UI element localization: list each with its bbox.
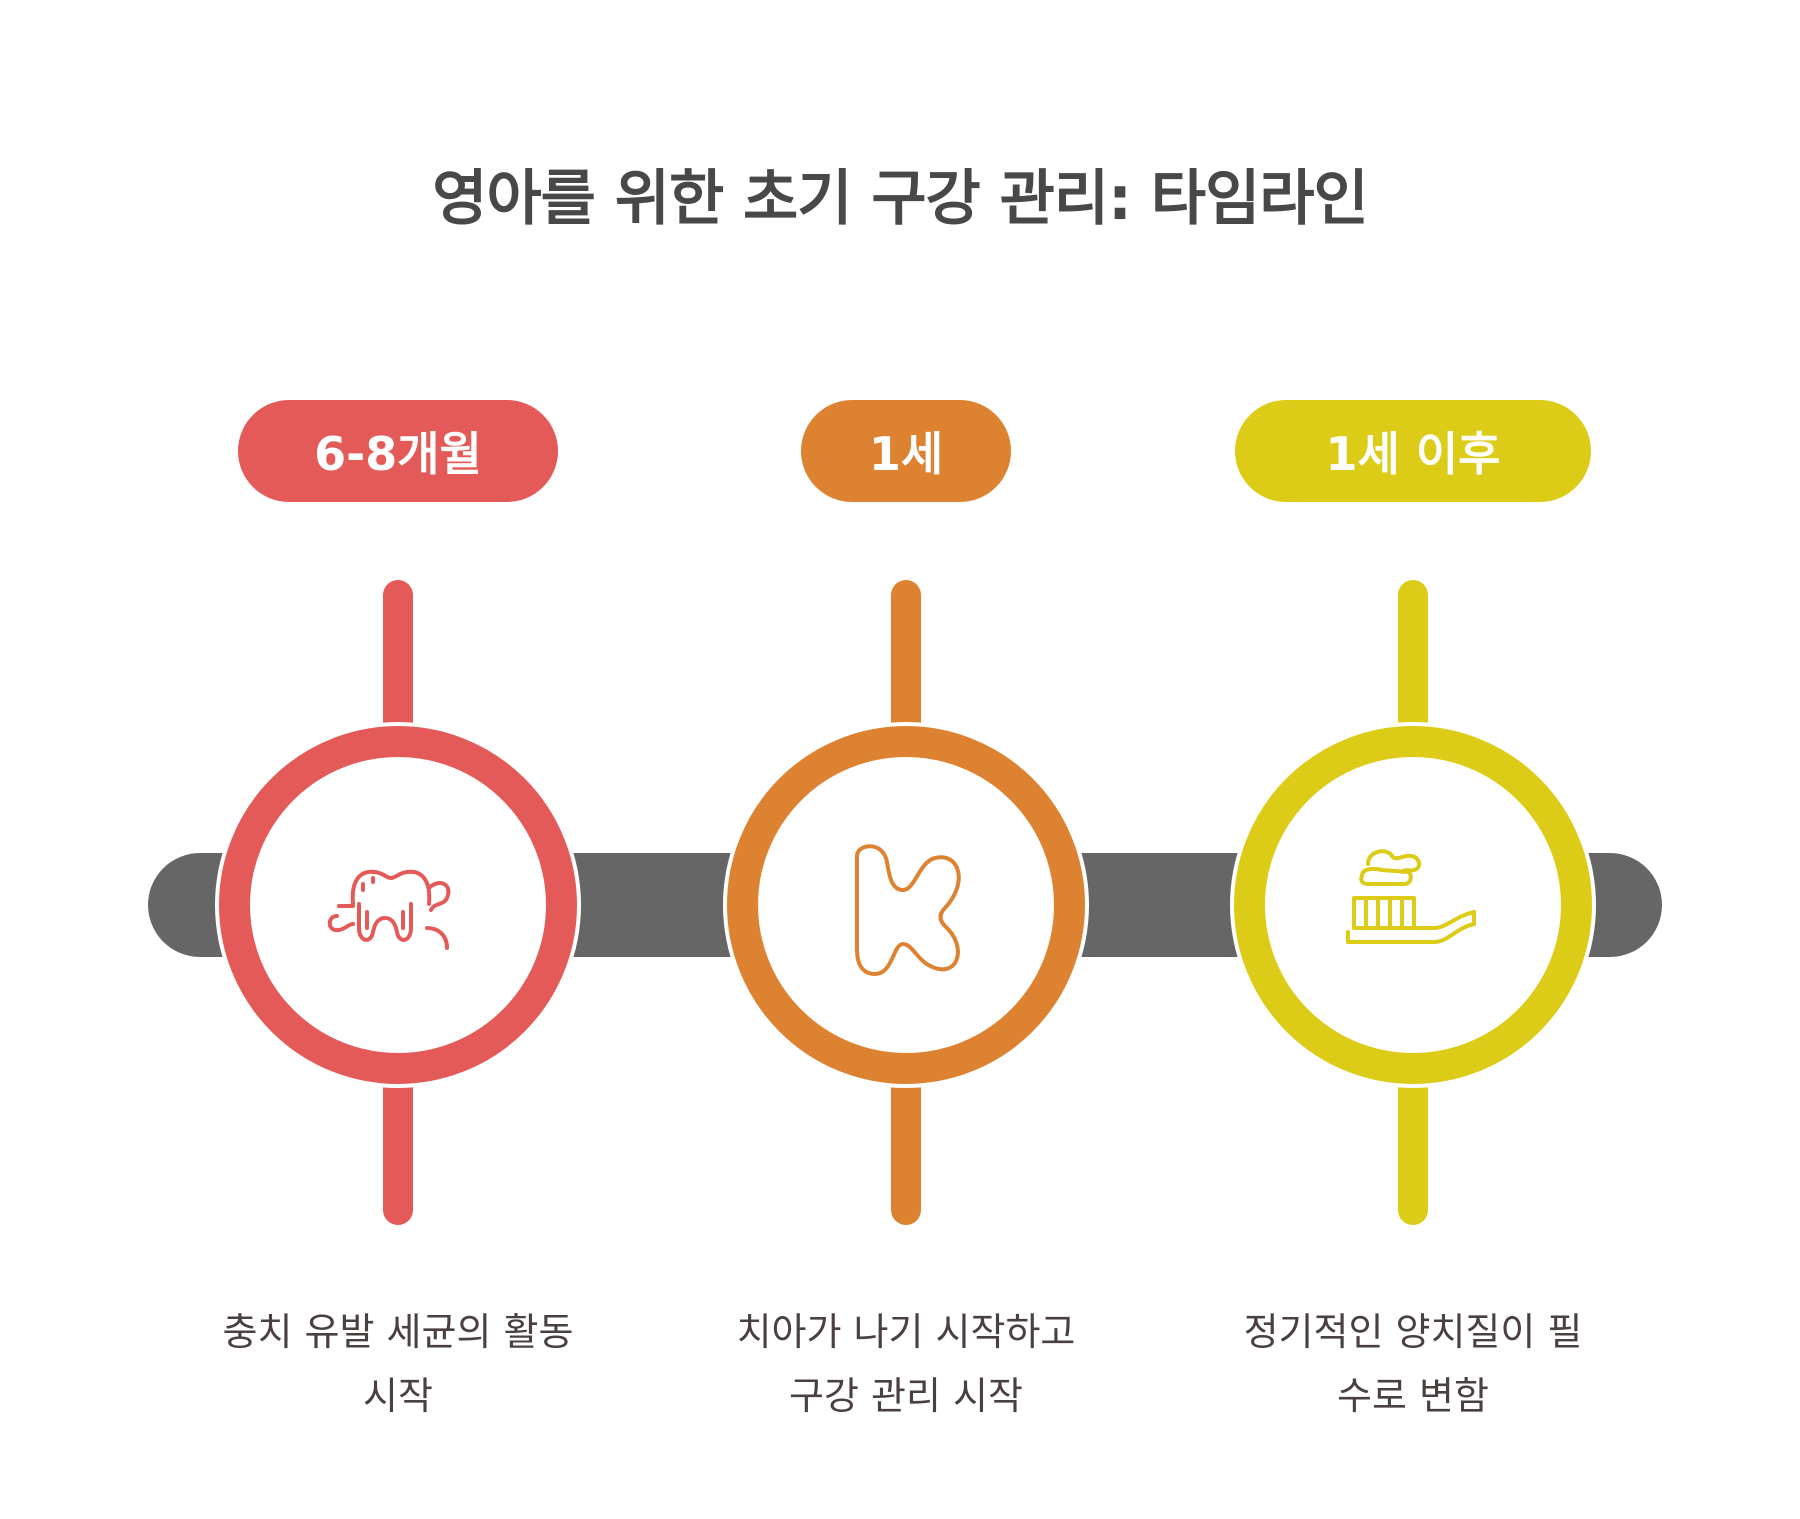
connector-top — [891, 580, 921, 740]
description-line: 시작 — [363, 1374, 433, 1418]
stage-label-pill: 1세 이후 — [1235, 400, 1591, 502]
stage-description: 정기적인 양치질이 필 수로 변함 — [1213, 1300, 1613, 1428]
stage-label-pill: 1세 — [801, 400, 1011, 502]
connector-top — [1398, 580, 1428, 740]
teeth-with-germs-icon — [327, 869, 451, 950]
page-title: 영아를 위한 초기 구강 관리: 타임라인 — [432, 164, 1368, 234]
description-line: 구강 관리 시작 — [789, 1374, 1023, 1418]
stage-label-pill: 6-8개월 — [238, 400, 558, 502]
description-line: 정기적인 양치질이 필 — [1243, 1310, 1583, 1354]
description-line: 수로 변함 — [1337, 1374, 1489, 1418]
connector-bottom — [383, 1060, 413, 1225]
timeline-stage-3: 1세 이후 정기적인 양치질이 필 수로 변함 — [1213, 0, 1613, 1519]
stage-label: 1세 — [868, 427, 944, 481]
stage-label: 1세 이후 — [1325, 427, 1501, 481]
description-line: 치아가 나기 시작하고 — [736, 1310, 1076, 1354]
timeline-stage-1: 6-8개월 충치 유발 세균의 활동 시작 — [198, 0, 598, 1519]
timeline-stage-2: 1세 치아가 나기 시작하고 구강 관리 시작 — [706, 0, 1106, 1519]
stage-label: 6-8개월 — [314, 427, 482, 481]
connector-bottom — [891, 1060, 921, 1225]
toothbrush-with-paste-icon — [1346, 849, 1476, 944]
description-line: 충치 유발 세균의 활동 — [222, 1310, 574, 1354]
connector-top — [383, 580, 413, 740]
stage-description: 치아가 나기 시작하고 구강 관리 시작 — [706, 1300, 1106, 1428]
connector-bottom — [1398, 1060, 1428, 1225]
stage-description: 충치 유발 세균의 활동 시작 — [198, 1300, 598, 1428]
baby-tooth-icon — [855, 844, 961, 976]
